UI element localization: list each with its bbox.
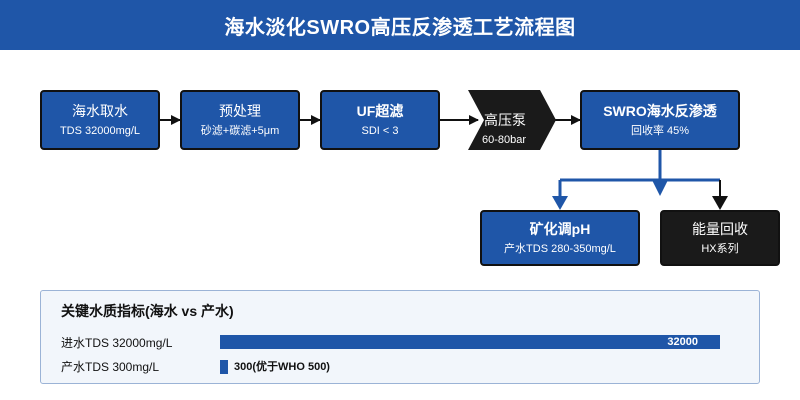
node-subtitle: 产水TDS 280-350mg/L xyxy=(504,242,616,255)
node-remineralization: 矿化调pH 产水TDS 280-350mg/L xyxy=(480,210,640,266)
node-title: SWRO海水反渗透 xyxy=(603,102,717,119)
node-title: 矿化调pH xyxy=(529,220,591,237)
node-energy-recovery: 能量回收 HX系列 xyxy=(660,210,780,266)
process-flow-diagram: 海水取水 TDS 32000mg/L 预处理 砂滤+碳滤+5μm UF超滤 SD… xyxy=(40,90,780,266)
node-ultrafiltration: UF超滤 SDI < 3 xyxy=(320,90,440,150)
bar-value-product: 300(优于WHO 500) xyxy=(234,361,330,373)
bar-track-product: 300(优于WHO 500) xyxy=(220,360,720,374)
pump-shape xyxy=(468,90,556,150)
node-seawater-intake: 海水取水 TDS 32000mg/L xyxy=(40,90,160,150)
water-quality-panel: 关键水质指标(海水 vs 产水) 进水TDS 32000mg/L 32000 产… xyxy=(40,290,760,384)
panel-title: 关键水质指标(海水 vs 产水) xyxy=(61,303,234,319)
bar-track-feed: 32000 xyxy=(220,335,720,349)
node-subtitle: TDS 32000mg/L xyxy=(59,124,141,137)
node-subtitle: 回收率 45% xyxy=(630,124,690,137)
node-subtitle: 砂滤+碳滤+5μm xyxy=(200,124,280,137)
node-title: 能量回收 xyxy=(692,220,748,237)
bar-fill-product xyxy=(220,360,228,374)
title-banner: 海水淡化SWRO高压反渗透工艺流程图 xyxy=(0,0,800,50)
node-subtitle: HX系列 xyxy=(701,242,739,255)
arrowhead-to-remineral xyxy=(552,196,568,210)
bar-fill-feed: 32000 xyxy=(220,335,720,349)
metric-label-feed: 进水TDS 32000mg/L xyxy=(61,336,173,350)
metric-label-product: 产水TDS 300mg/L xyxy=(61,360,160,374)
node-swro: SWRO海水反渗透 回收率 45% xyxy=(580,90,740,150)
node-title: 海水取水 xyxy=(72,102,128,119)
node-title: 预处理 xyxy=(219,102,261,119)
arrowhead-swro-down xyxy=(652,180,668,196)
node-subtitle: SDI < 3 xyxy=(361,124,399,137)
bar-value-feed: 32000 xyxy=(667,336,698,348)
flow-connectors xyxy=(160,90,728,210)
arrowhead-to-energy xyxy=(712,196,728,210)
page-title: 海水淡化SWRO高压反渗透工艺流程图 xyxy=(224,16,576,39)
node-pretreatment: 预处理 砂滤+碳滤+5μm xyxy=(180,90,300,150)
node-title: UF超滤 xyxy=(356,102,404,119)
